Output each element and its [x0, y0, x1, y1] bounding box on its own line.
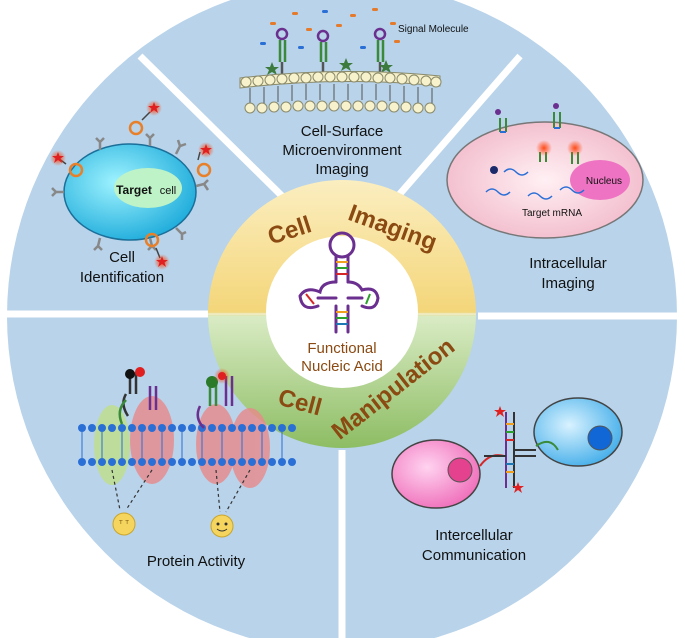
mrna-strands	[485, 168, 585, 200]
target-cell-nucleus	[114, 168, 182, 208]
divider-top-right	[395, 53, 523, 199]
signal-molecule-label: Signal Molecule	[398, 24, 469, 35]
cell-identification-label-line2: Identification	[80, 269, 164, 286]
target-cell-label-b: cell	[160, 185, 177, 197]
protein-probe-heads	[125, 367, 230, 388]
functional-nucleic-acid-icon	[298, 231, 380, 334]
cell-surface-label-line3: Imaging	[315, 161, 368, 178]
protein-activity-label: Protein Activity	[147, 553, 246, 570]
cell-surface-label-line2: Microenvironment	[282, 142, 402, 159]
sector-intracellular-imaging: Nucleus Target mRNA Intracellular Imagin…	[446, 103, 644, 292]
target-cell-label-a: Target	[116, 183, 152, 197]
intracellular-cell	[446, 121, 644, 239]
inactive-face-icon: ᵀ ᵀ	[112, 512, 136, 536]
intracellular-label-line1: Intracellular	[529, 255, 607, 272]
target-mrna-label: Target mRNA	[522, 208, 582, 219]
center-title-line2: Nucleic Acid	[301, 358, 383, 375]
intercellular-label-line2: Communication	[422, 547, 526, 564]
dna-bridge	[479, 412, 559, 488]
surface-stars	[265, 58, 393, 75]
divider-top-left	[137, 53, 285, 199]
intercellular-label-line1: Intercellular	[435, 527, 513, 544]
intracellular-nucleus	[570, 160, 630, 200]
sector-cell-identification: Target cell	[50, 100, 214, 286]
surface-probe-3	[373, 27, 387, 74]
intracellular-label-line2: Imaging	[541, 275, 594, 292]
lipid-bilayer-surface	[239, 70, 442, 114]
connector-lines	[111, 469, 251, 513]
blue-cell-nucleus	[587, 425, 613, 451]
center-ring	[208, 180, 476, 448]
cell-surface-label-line1: Cell-Surface	[301, 123, 384, 140]
sector-cell-surface: Signal Molecule	[239, 8, 469, 178]
signal-molecules	[260, 8, 400, 49]
center-title-line1: Functional	[307, 340, 376, 357]
lipid-bilayer-protein	[78, 424, 296, 466]
fluorophore-stars-identification	[50, 100, 214, 270]
intracellular-glows	[490, 103, 583, 174]
hairpin-base-pairs	[305, 261, 371, 325]
svg-text:ᵀ ᵀ: ᵀ ᵀ	[118, 520, 129, 530]
sector-protein-activity: ᵀ ᵀ Protein Activity	[78, 367, 296, 570]
sector-intercellular-communication: Intercellular Communication	[391, 397, 623, 564]
dna-bridge-stars	[494, 406, 524, 493]
active-face-icon	[210, 514, 234, 538]
pink-cell	[391, 439, 481, 509]
nucleus-label: Nucleus	[586, 176, 622, 187]
pink-cell-nucleus	[447, 457, 473, 483]
receptor-icons	[51, 133, 210, 251]
surface-probe-1	[275, 27, 289, 74]
aptamer-probes-identification	[68, 120, 212, 248]
cell-identification-label-line1: Cell	[109, 249, 135, 266]
